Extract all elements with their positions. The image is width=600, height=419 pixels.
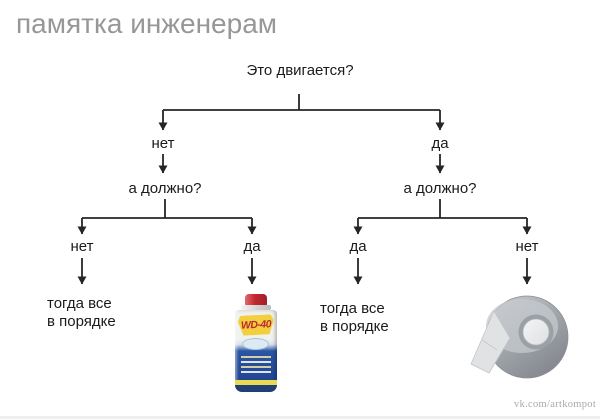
outcome-text-right-line2: в порядке	[320, 318, 389, 335]
outcome-text-right: тогда все в порядке	[320, 300, 389, 336]
wd40-fine-print-line	[241, 361, 271, 363]
wd40-red-cap	[245, 294, 267, 306]
wd40-spray-can-icon: WD-40	[234, 292, 278, 396]
outcome-text-left-line1: тогда все	[47, 295, 112, 312]
wd40-fine-print-line	[241, 371, 271, 373]
answer-right-yes: да	[349, 238, 367, 255]
bottom-border-strip	[0, 416, 600, 419]
wd40-collar	[241, 305, 271, 310]
wd40-bottom-rim	[235, 385, 277, 392]
root-question: Это двигается?	[246, 62, 354, 79]
question-right-should-it: а должно?	[403, 180, 477, 197]
answer-left-yes: да	[243, 238, 261, 255]
outcome-text-left: тогда все в порядке	[47, 295, 116, 331]
answer-right-no: нет	[515, 238, 539, 255]
wd40-fine-print-line	[241, 366, 271, 368]
wd40-oval-badge	[242, 338, 269, 350]
outcome-text-right-line1: тогда все	[320, 300, 385, 317]
wd40-can-body: WD-40	[235, 310, 277, 392]
branch-label-yes-right: да	[431, 135, 449, 152]
answer-left-no: нет	[70, 238, 94, 255]
wd40-fine-print-line	[241, 356, 271, 358]
branch-label-no-left: нет	[151, 135, 175, 152]
outcome-text-left-line2: в порядке	[47, 313, 116, 330]
watermark: vk.com/artkompot	[514, 399, 597, 410]
wd40-yellow-band	[235, 380, 277, 385]
page-title: памятка инженерам	[16, 8, 278, 39]
wd40-brand-shield: WD-40	[238, 314, 275, 336]
question-left-should-it: а должно?	[128, 180, 202, 197]
duct-tape-roll-icon	[470, 295, 569, 379]
